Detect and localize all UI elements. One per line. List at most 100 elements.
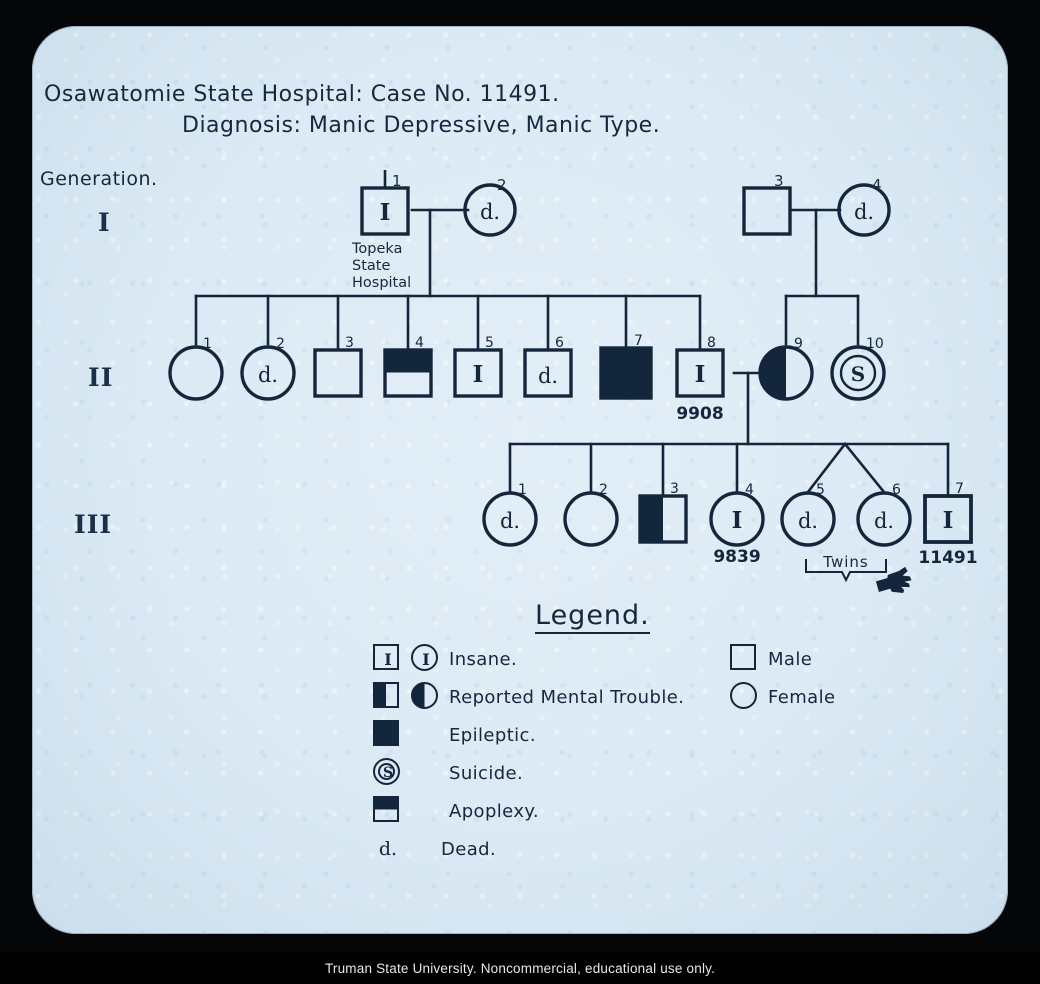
glyph-I-4: d. (854, 200, 874, 224)
individual-II-6: 6 d. (523, 335, 573, 398)
twins-brace (805, 559, 887, 583)
legend-row-apoplexy: Apoplexy. (373, 794, 539, 828)
glyph-III-6: d. (874, 509, 894, 533)
individual-I-3: 3 (742, 172, 792, 236)
individual-III-3: 3 (638, 481, 688, 544)
legend-row-male: Male (730, 642, 812, 676)
legend-symbol-circle-half-left (411, 682, 441, 712)
glyph-I-2: d. (480, 200, 500, 224)
legend-symbol-square-insane: I (373, 644, 403, 674)
id-label-I-4: 4 (872, 176, 882, 194)
id-label-III-5: 5 (816, 482, 825, 498)
id-label-I-2: 2 (497, 176, 507, 194)
id-label-III-4: 4 (745, 482, 754, 498)
topeka-note-line-2: State (352, 258, 390, 274)
glyph-II-2: d. (258, 363, 278, 387)
legend-label-dead: Dead. (441, 838, 497, 860)
generation-label-III: III (74, 510, 113, 539)
individual-II-5: 5 I (453, 335, 503, 398)
legend-title: Legend. (535, 600, 650, 634)
legend-label-mental-trouble: Reported Mental Trouble. (449, 686, 685, 708)
glyph-III-4: I (732, 507, 743, 534)
legend-row-epileptic: Epileptic. (373, 718, 536, 752)
id-label-II-8: 8 (707, 335, 716, 351)
legend-row-female: Female (730, 680, 835, 714)
legend-symbol-square-empty (730, 644, 760, 674)
individual-I-4: 4 d. (837, 176, 891, 237)
individual-I-1: 1 I (360, 170, 410, 236)
id-label-II-4: 4 (415, 335, 424, 351)
legend-symbol-spacer-suicide (411, 758, 441, 788)
id-label-III-1: 1 (518, 482, 527, 498)
id-label-II-9: 9 (794, 336, 803, 352)
legend-symbol-dead-marker: d. (378, 838, 398, 860)
glyph-II-8: I (695, 361, 706, 388)
legend-label-insane: Insane. (449, 648, 518, 670)
legend-row-suicide: S Suicide. (373, 756, 523, 790)
individual-II-9: 9 (758, 336, 814, 401)
legend-label-female: Female (768, 686, 836, 708)
individual-I-2: 2 d. (463, 176, 517, 237)
id-label-III-2: 2 (599, 482, 608, 498)
topeka-note-line-3: Hospital (352, 275, 411, 291)
slide-title-line-2: Diagnosis: Manic Depressive, Manic Type. (182, 113, 661, 138)
individual-II-4: 4 (383, 335, 433, 398)
id-label-I-1: 1 (392, 172, 402, 190)
case-number-II-8: 9908 (676, 404, 723, 424)
legend-label-suicide: Suicide. (449, 762, 524, 784)
individual-II-1: 1 (168, 336, 224, 401)
case-number-III-7: 11491 (918, 548, 977, 568)
footer-caption: Truman State University. Noncommercial, … (0, 952, 1040, 984)
individual-II-10: 10 S (830, 336, 886, 401)
legend-label-apoplexy: Apoplexy. (449, 800, 539, 822)
legend-symbol-circle-empty (730, 682, 760, 712)
slide-title-line-1: Osawatomie State Hospital: Case No. 1149… (44, 82, 560, 107)
id-label-II-3: 3 (345, 335, 354, 351)
glyph-III-7: I (943, 507, 954, 534)
glyph-II-6: d. (538, 364, 558, 388)
generation-label-II: II (88, 363, 114, 392)
legend-symbol-spacer-dead (403, 834, 433, 864)
glyph-I-1: I (380, 199, 391, 226)
legend-panel: Legend. I I Insane. Reported Mental Trou… (355, 600, 915, 870)
legend-label-male: Male (768, 648, 813, 670)
individual-III-1: 1 d. (482, 482, 538, 547)
id-label-III-3: 3 (670, 481, 679, 497)
id-label-II-6: 6 (555, 335, 564, 351)
legend-row-dead: d. Dead. (373, 832, 496, 866)
apoplexy-fill-II-4 (386, 351, 430, 373)
legend-symbol-square-top-filled (373, 796, 403, 826)
individual-III-4: 4 I 9839 (709, 482, 765, 567)
id-label-II-7: 7 (634, 333, 643, 349)
individual-II-2: 2 d. (240, 336, 296, 401)
twins-label: Twins (822, 553, 868, 571)
individual-III-2: 2 (563, 482, 619, 547)
id-label-I-3: 3 (774, 172, 784, 190)
legend-symbol-square-half-left (373, 682, 403, 712)
pointing-hand-icon (872, 558, 917, 602)
legend-symbol-square-filled (373, 720, 403, 750)
generation-label-I: I (98, 208, 111, 237)
legend-symbol-circle-insane: I (411, 644, 441, 674)
pedigree-chart: 1 I Topeka State Hospital 2 d. 3 4 d. 1 (168, 170, 978, 602)
legend-symbol-spacer-epileptic (411, 720, 441, 750)
mental-trouble-fill-III-3 (641, 497, 663, 541)
individual-II-8: 8 I 9908 (675, 335, 725, 424)
individual-III-5: 5 d. (780, 482, 836, 547)
individual-II-7: 7 (599, 333, 653, 400)
topeka-note-line-1: Topeka (351, 241, 402, 257)
legend-row-mental-trouble: Reported Mental Trouble. (373, 680, 684, 714)
twin-branch-III-6 (843, 442, 886, 494)
id-label-II-5: 5 (485, 335, 494, 351)
legend-label-epileptic: Epileptic. (449, 724, 536, 746)
glyph-II-5: I (473, 361, 484, 388)
case-number-III-4: 9839 (713, 547, 760, 567)
id-label-II-1: 1 (203, 336, 212, 352)
individual-III-6: 6 d. (856, 482, 912, 547)
glyph-II-10: S (851, 362, 865, 386)
id-label-III-6: 6 (892, 482, 901, 498)
glyph-III-5: d. (798, 509, 818, 533)
twin-branch-III-5 (806, 442, 847, 494)
individual-III-7-proband: 7 I 11491 (918, 481, 977, 568)
